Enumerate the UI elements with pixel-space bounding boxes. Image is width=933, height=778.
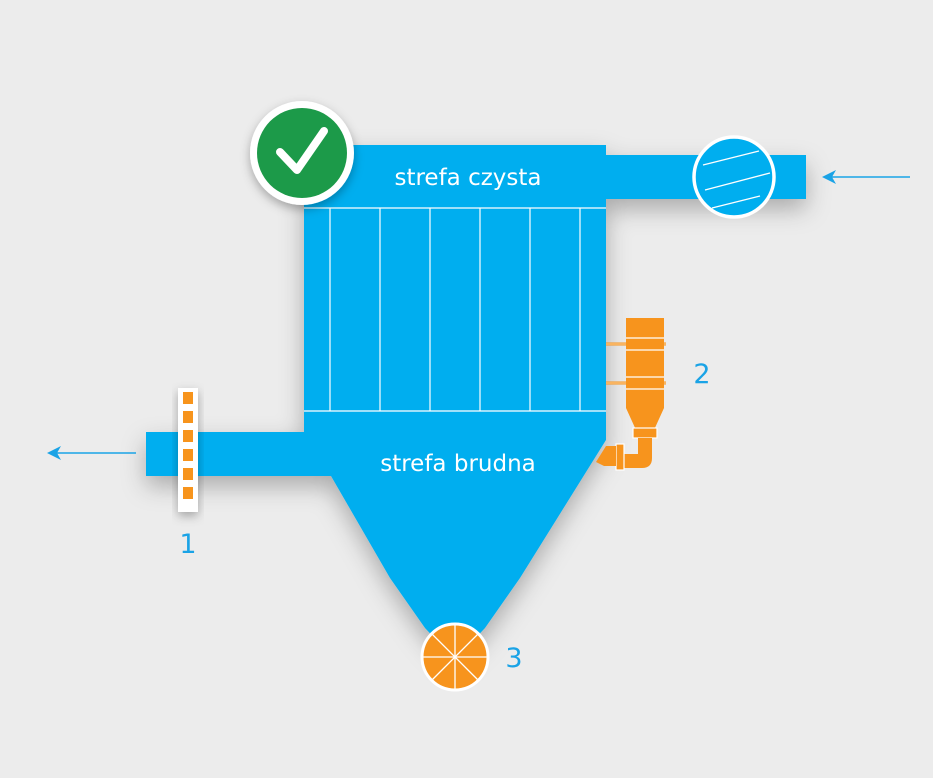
rotary-valve-icon (420, 622, 490, 692)
marker-2: 2 (693, 359, 710, 390)
sensor-strip-icon (178, 388, 198, 512)
fan-icon (692, 135, 776, 219)
marker-3: 3 (505, 643, 522, 674)
air-tank-icon (596, 318, 666, 471)
inlet-arrow-icon (822, 170, 910, 184)
clean-zone-label: strefa czysta (394, 165, 541, 191)
collector-body (146, 145, 806, 660)
dirty-zone-label: strefa brudna (380, 451, 536, 477)
housing-and-hopper (146, 145, 806, 660)
filter-cartridges (304, 207, 606, 412)
check-icon (250, 101, 354, 205)
marker-1: 1 (179, 529, 196, 560)
outlet-arrow-icon (47, 446, 136, 460)
